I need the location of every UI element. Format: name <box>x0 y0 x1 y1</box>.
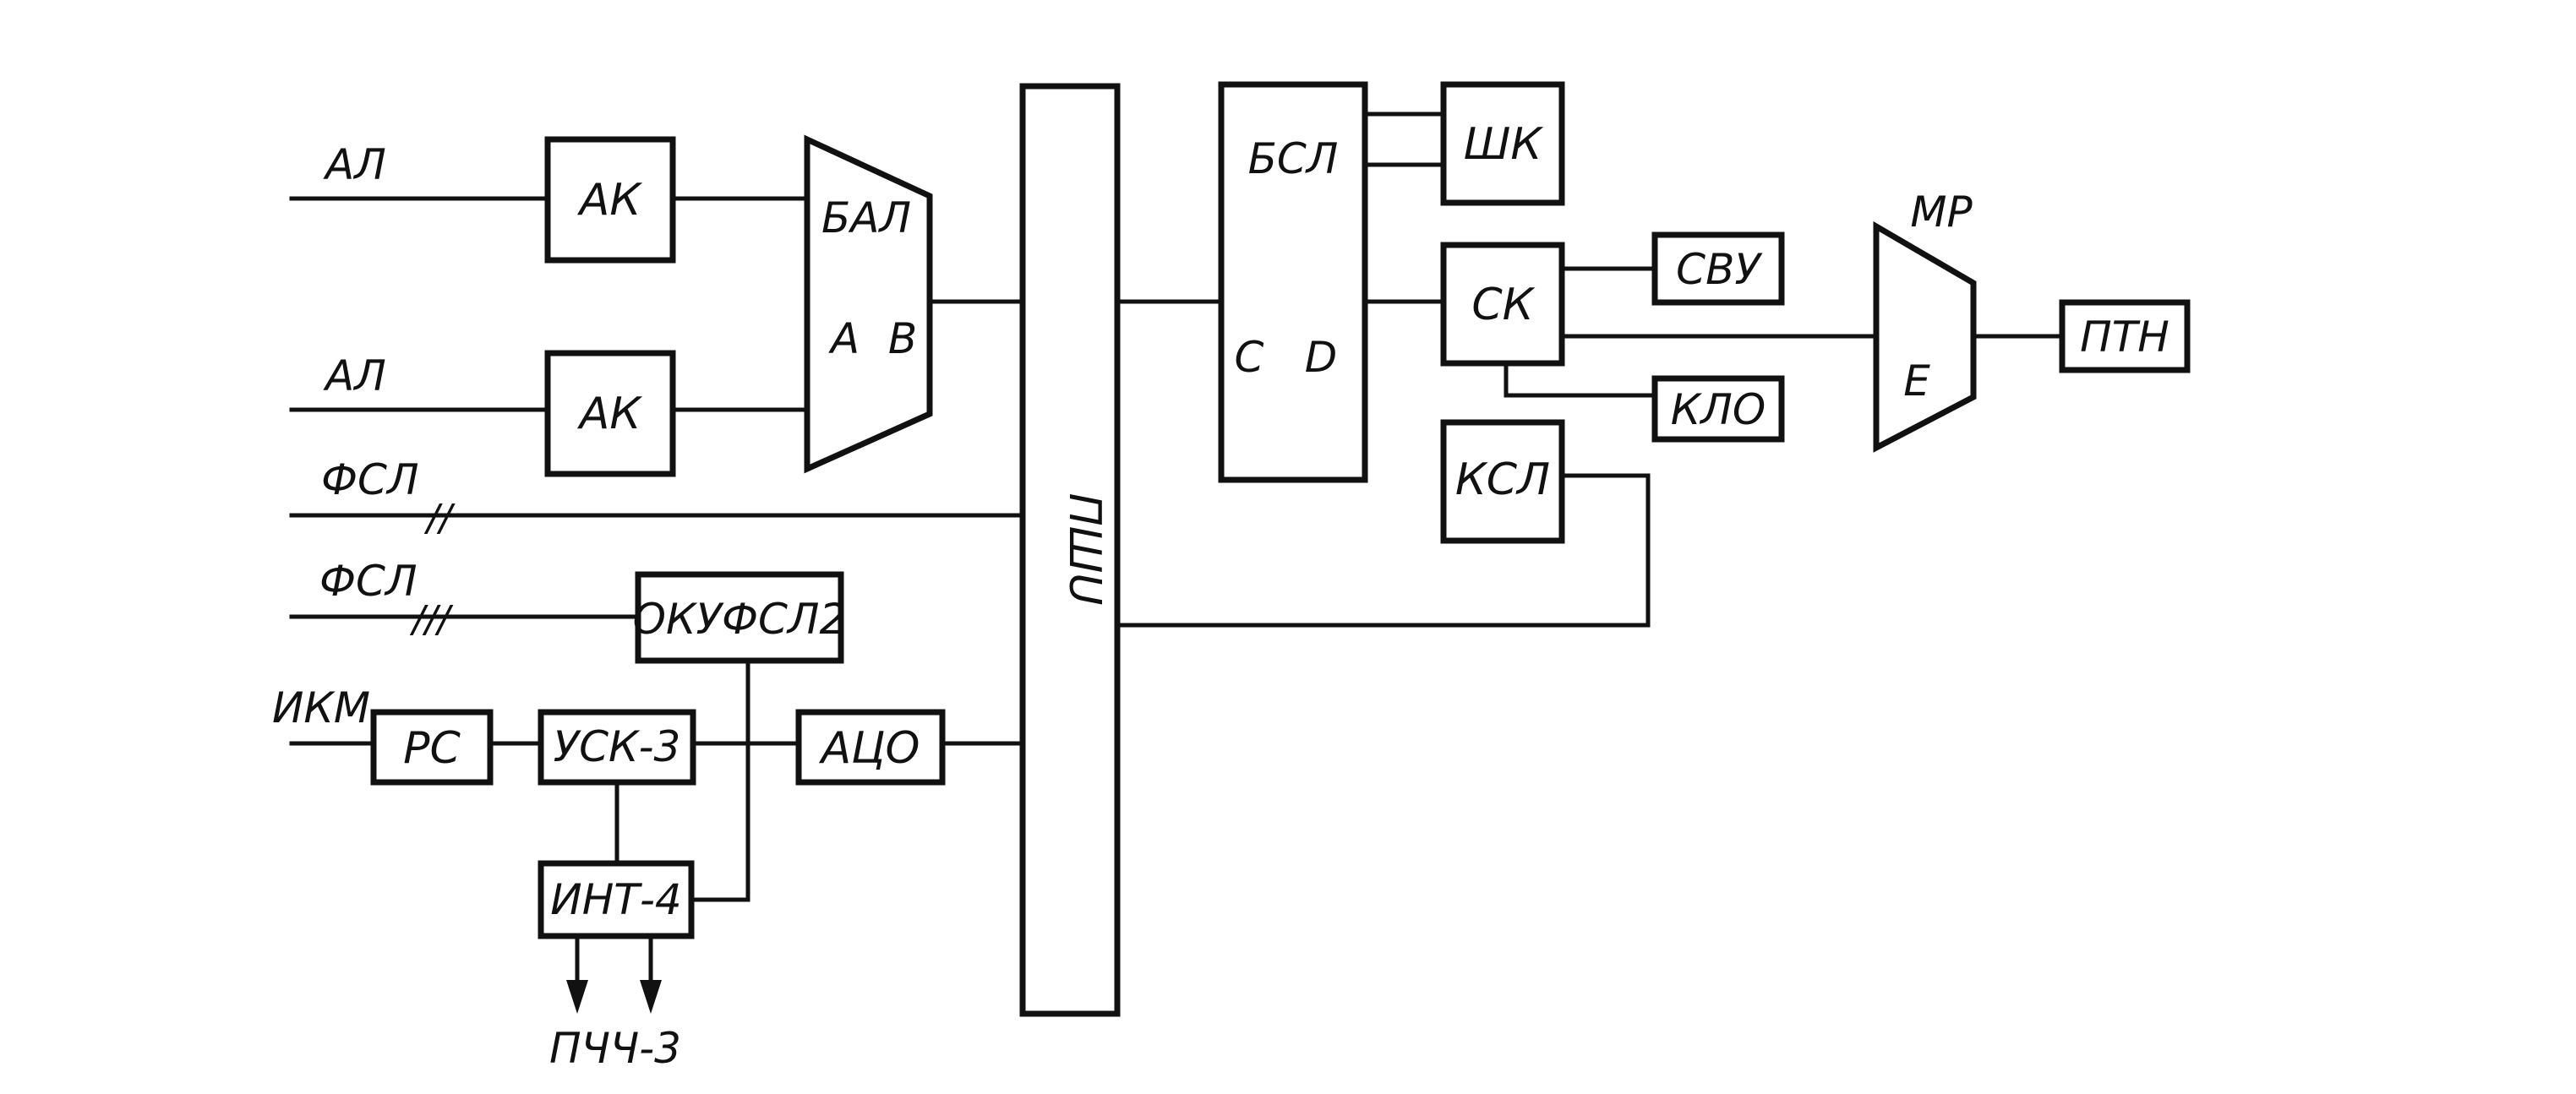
connection-lines <box>289 112 2065 902</box>
klo-block: КЛО <box>1651 375 1785 443</box>
sk-block: СК <box>1440 242 1565 367</box>
ptn-block-label: ПТН <box>2080 313 2169 362</box>
line-sk-to-klo <box>1504 361 1657 398</box>
usk3-block: УСК-3 <box>538 709 696 786</box>
ak-block-2: АК <box>544 350 676 477</box>
mr-block-label: МР <box>1910 188 1973 237</box>
input-fsl-2-label: ФСЛ <box>319 557 418 606</box>
bsl-block: БСЛ C D <box>1218 81 1368 483</box>
line-okufsl2-to-int4 <box>689 658 750 902</box>
input-fsl-1-label: ФСЛ <box>321 455 419 504</box>
int4-block-label: ИНТ-4 <box>550 875 681 924</box>
input-fsl-1-mark: // <box>423 497 456 540</box>
svu-block: СВУ <box>1651 231 1785 306</box>
mr-block: МР E <box>1873 188 1977 453</box>
bsl-block-label: БСЛ <box>1248 134 1339 183</box>
ak-block-2-label: АК <box>577 389 643 439</box>
bsl-point-c: C <box>1235 333 1264 382</box>
ak-block-1: АК <box>544 136 676 264</box>
bal-block: БАЛ A B <box>804 134 933 474</box>
klo-block-label: КЛО <box>1671 385 1766 434</box>
arrow-int4-out-2-head <box>640 980 662 1014</box>
arrow-int4-out-1-head <box>566 980 588 1014</box>
pshu-block: ПШU <box>1019 83 1121 1017</box>
pshu-block-label: ПШU <box>1059 493 1110 606</box>
rs-block: РС <box>370 709 494 786</box>
input-fsl-2-mark: /// <box>409 598 454 641</box>
okufsl2-block-label: ОКУФСЛ2 <box>633 595 847 644</box>
input-labels: АЛ АЛ ФСЛ // ФСЛ /// ИКМ <box>272 140 456 732</box>
shk-block: ШК <box>1440 81 1565 206</box>
bal-point-a: A <box>828 314 860 363</box>
shk-block-label: ШК <box>1464 119 1544 170</box>
bal-point-b: B <box>888 314 917 363</box>
output-arrows: ПЧЧ-3 <box>549 933 681 1073</box>
ksl-block-label: КСЛ <box>1455 454 1550 505</box>
atso-block-label: АЦО <box>819 723 920 774</box>
ak-block-1-label: АК <box>577 175 643 226</box>
sk-block-label: СК <box>1471 280 1535 330</box>
ksl-block: КСЛ <box>1440 419 1565 544</box>
svu-block-label: СВУ <box>1676 245 1763 294</box>
ptn-block: ПТН <box>2059 299 2191 373</box>
input-al-2-label: АЛ <box>323 351 386 400</box>
input-al-1-label: АЛ <box>323 140 386 189</box>
crossing-marks <box>810 248 1972 339</box>
int4-block: ИНТ-4 <box>538 860 695 939</box>
okufsl2-block: ОКУФСЛ2 <box>633 571 847 664</box>
rs-block-label: РС <box>403 723 461 774</box>
input-ikm-label: ИКМ <box>272 683 370 732</box>
output-pchch3-label: ПЧЧ-3 <box>549 1024 681 1073</box>
atso-block: АЦО <box>795 709 946 786</box>
mr-point-e: E <box>1903 357 1930 405</box>
line-ksl-to-pshu <box>1115 473 1651 628</box>
bsl-point-d: D <box>1305 333 1338 382</box>
usk3-block-label: УСК-3 <box>554 722 681 771</box>
bal-block-label: БАЛ <box>821 193 911 242</box>
